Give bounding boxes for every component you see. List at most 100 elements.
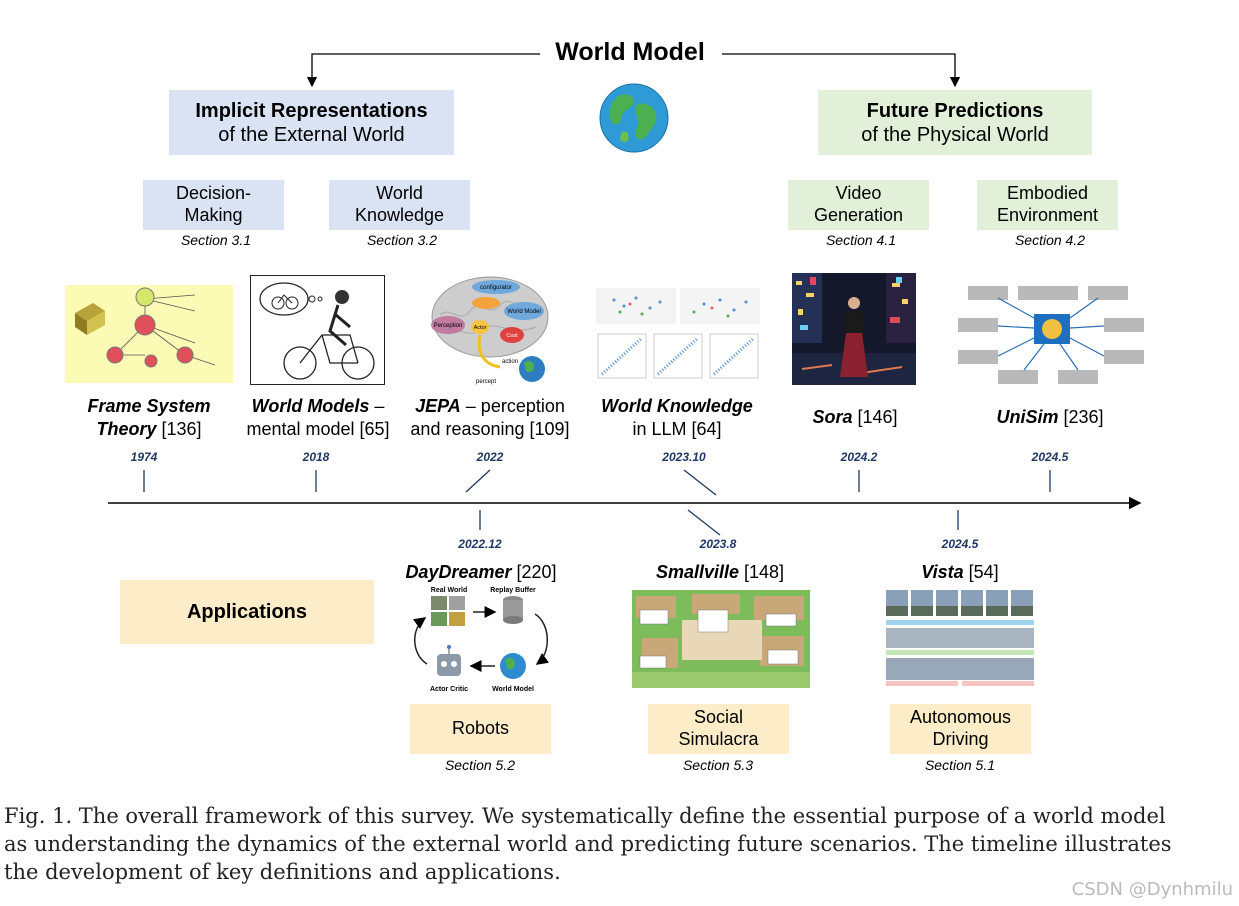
item-ref: [136] <box>156 418 202 439</box>
application-label: Autonomous <box>909 707 1012 728</box>
figure-caption: Fig. 1. The overall framework of this su… <box>4 802 1236 886</box>
item-name: Frame System <box>87 396 211 416</box>
item-name: Sora <box>812 407 853 427</box>
item-ref: [148] <box>739 562 785 582</box>
application-social-simulacra: Social Simulacra <box>648 704 789 754</box>
category-line: Video <box>835 183 882 204</box>
section-label: Section 5.2 <box>444 757 516 773</box>
section-label: Section 3.2 <box>366 232 438 248</box>
item-ref: [54] <box>963 562 999 582</box>
applications-box: Applications <box>120 580 374 644</box>
item-name: DayDreamer <box>405 562 512 582</box>
diagram-title: World Model <box>555 38 705 66</box>
globe-icon <box>599 83 669 153</box>
item-ref: [146] <box>852 407 898 427</box>
branch-left-line1: Implicit Representations <box>195 99 428 122</box>
category-video-generation: Video Generation <box>788 180 929 230</box>
unisim-thumbnail <box>938 278 1164 388</box>
application-label: Robots <box>451 718 510 739</box>
daydreamer-world-model-label: World Model <box>492 686 534 693</box>
item-name: JEPA <box>415 396 461 416</box>
sora-thumbnail <box>792 273 916 385</box>
branch-left-line2: of the External World <box>218 123 405 146</box>
year-label: 2024.5 <box>941 537 979 551</box>
daydreamer-thumbnail: Real World Replay Buffer Actor Critic Wo… <box>412 587 550 693</box>
category-world-knowledge: World Knowledge <box>329 180 470 230</box>
application-label: Driving <box>932 729 989 749</box>
item-name: Theory <box>96 418 157 439</box>
section-label: Section 3.1 <box>180 232 252 248</box>
year-label: 2018 <box>302 450 330 464</box>
jepa-world-model-label: World Model <box>507 309 541 315</box>
item-name: Smallville <box>655 562 739 582</box>
item-daydreamer: DayDreamer [220] <box>395 561 567 584</box>
caption-line: Fig. 1. The overall framework of this su… <box>4 804 1166 828</box>
item-line2: mental model [65] <box>246 418 390 439</box>
timeline-ticks <box>143 469 1051 536</box>
section-label: Section 4.1 <box>825 232 897 248</box>
item-line2: and reasoning [109] <box>410 418 570 439</box>
application-label: Social <box>693 707 744 728</box>
item-name: World Models <box>251 396 370 416</box>
item-name: World Knowledge <box>601 396 753 416</box>
year-label: 2022.12 <box>458 537 502 551</box>
category-line: Making <box>184 205 243 225</box>
item-vista: Vista [54] <box>900 561 1020 584</box>
category-line: Decision- <box>175 183 252 204</box>
category-embodied-environment: Embodied Environment <box>977 180 1118 230</box>
item-rest: – <box>369 396 385 416</box>
item-jepa: JEPA – perception and reasoning [109] <box>400 395 580 440</box>
item-sora: Sora [146] <box>790 406 920 429</box>
world-knowledge-llm-thumbnail <box>594 286 764 382</box>
daydreamer-replay-buffer-label: Replay Buffer <box>490 587 536 594</box>
daydreamer-actor-critic-label: Actor Critic <box>430 686 468 693</box>
caption-line: the development of key definitions and a… <box>4 860 561 884</box>
jepa-actor-label: Actor <box>474 325 487 331</box>
branch-implicit-representations: Implicit Representations of the External… <box>169 90 454 155</box>
branch-future-predictions: Future Predictions of the Physical World <box>818 90 1092 155</box>
title-connector <box>306 53 961 88</box>
year-label: 2024.2 <box>840 450 878 464</box>
applications-label: Applications <box>186 601 307 623</box>
category-line: Environment <box>996 205 1099 225</box>
jepa-perception-label: Perception <box>434 323 463 329</box>
item-world-models: World Models – mental model [65] <box>236 395 400 440</box>
world-models-thumbnail <box>250 275 385 385</box>
year-label: 2023.8 <box>699 537 737 551</box>
jepa-action-label: action <box>502 359 518 365</box>
item-name: UniSim <box>996 407 1059 427</box>
daydreamer-real-world-label: Real World <box>431 587 467 594</box>
caption-line: as understanding the dynamics of the ext… <box>4 832 1172 856</box>
application-robots: Robots <box>410 704 551 754</box>
item-smallville: Smallville [148] <box>640 561 800 584</box>
jepa-cost-label: Cost <box>506 333 518 339</box>
item-frame-system-theory: Frame System Theory [136] <box>62 395 236 440</box>
item-name: Vista <box>921 562 964 582</box>
application-label: Simulacra <box>678 729 759 749</box>
branch-right-line2: of the Physical World <box>861 123 1049 146</box>
year-label: 2024.5 <box>1031 450 1069 464</box>
category-decision-making: Decision- Making <box>143 180 284 230</box>
jepa-thumbnail: configurator Perception Actor World Mode… <box>431 276 549 385</box>
item-world-knowledge-llm: World Knowledge in LLM [64] <box>590 395 764 440</box>
watermark: CSDN @Dynhmilu <box>1071 879 1233 900</box>
year-label: 1974 <box>130 450 158 464</box>
section-label: Section 5.3 <box>682 757 754 773</box>
item-unisim: UniSim [236] <box>980 406 1120 429</box>
frame-system-thumbnail <box>65 285 233 383</box>
category-line: Generation <box>813 205 904 225</box>
year-label: 2022 <box>476 450 504 464</box>
year-label: 2023.10 <box>662 450 706 464</box>
smallville-thumbnail <box>632 590 810 688</box>
section-label: Section 4.2 <box>1014 232 1086 248</box>
item-ref: [220] <box>511 562 557 582</box>
vista-thumbnail <box>884 588 1036 688</box>
item-rest: – perception <box>460 396 565 416</box>
item-ref: [236] <box>1058 407 1104 427</box>
application-autonomous-driving: Autonomous Driving <box>890 704 1031 754</box>
category-line: World <box>376 183 423 204</box>
section-label: Section 5.1 <box>924 757 996 773</box>
item-line2: in LLM [64] <box>632 418 722 439</box>
jepa-configurator-label: configurator <box>480 285 512 291</box>
